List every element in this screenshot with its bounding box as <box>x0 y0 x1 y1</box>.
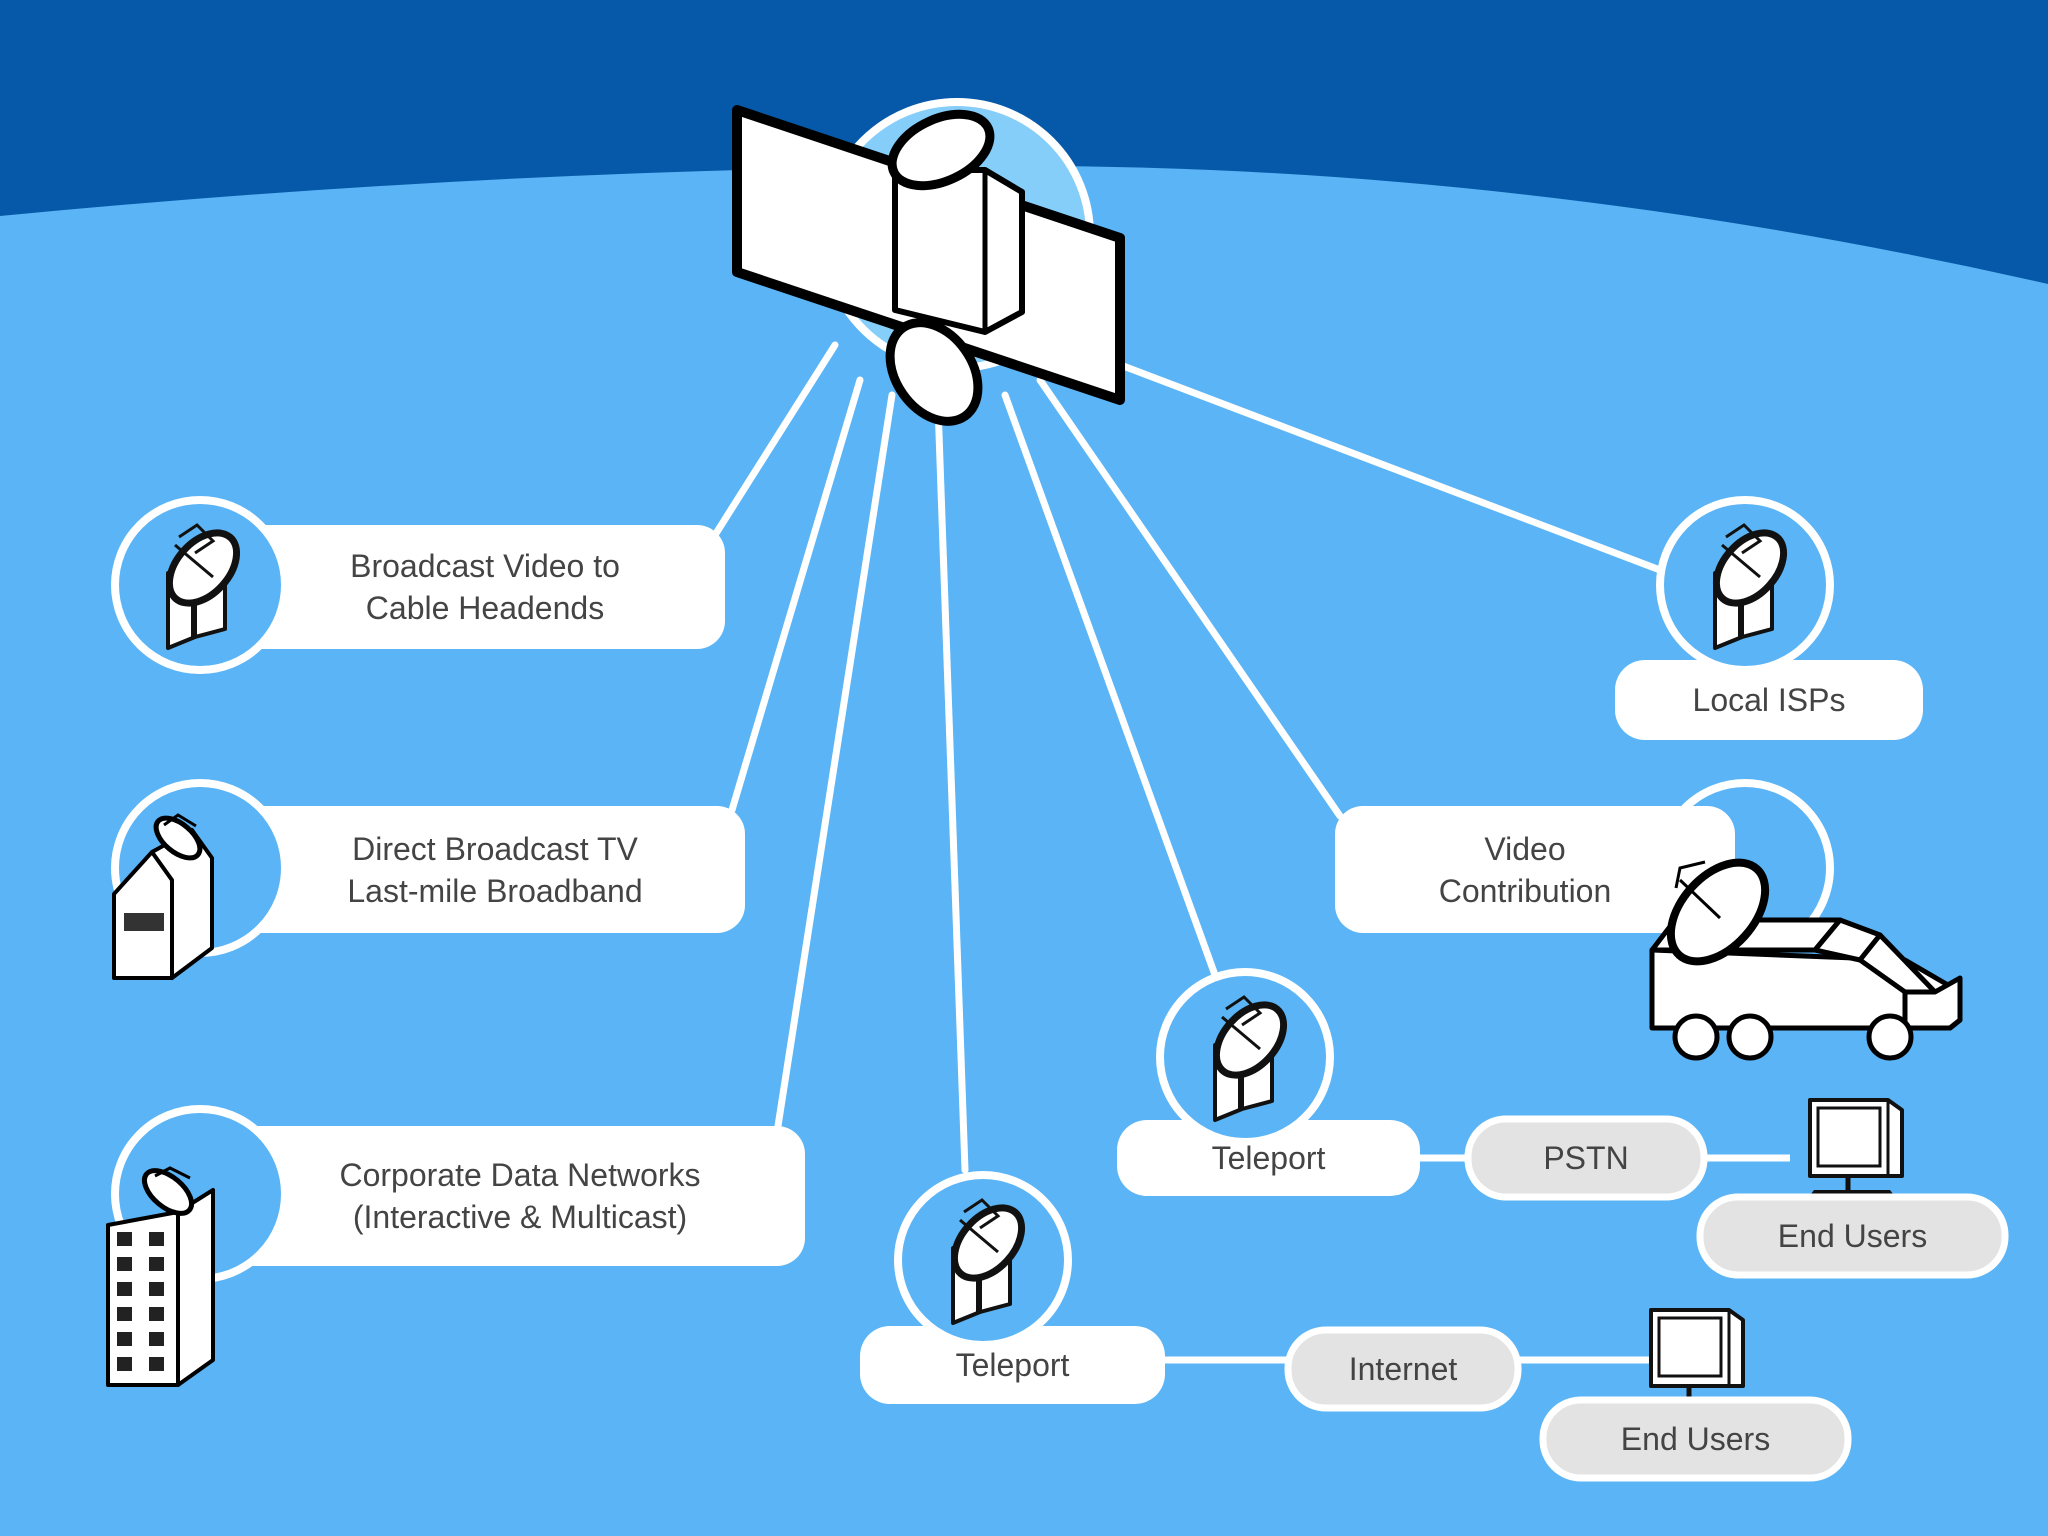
end-users-lower <box>1539 1310 1852 1482</box>
node-label-box <box>1335 806 1735 933</box>
node-label-box <box>225 806 745 933</box>
node-label-box <box>225 525 725 649</box>
satellite-truck-icon <box>1649 858 1963 1061</box>
ground-link-box-pstn <box>1464 1115 1708 1201</box>
link-corporate-data <box>774 391 896 1130</box>
link-video-contribution <box>1036 376 1344 820</box>
office-building-with-dish-icon <box>106 1166 215 1387</box>
link-teleport-lower <box>934 401 969 1174</box>
node-label-box <box>860 1326 1165 1404</box>
node-teleport-lower <box>860 1171 1165 1404</box>
link-direct-broadcast <box>728 376 864 814</box>
node-local-isps <box>1615 496 1923 740</box>
node-video-contribution <box>1335 779 1963 1061</box>
node-cable-headends <box>111 496 725 674</box>
ground-link-box-internet <box>1284 1326 1522 1412</box>
node-teleport-upper <box>1117 968 1420 1196</box>
house-with-dish-icon <box>112 813 214 980</box>
link-local-isps <box>1114 360 1664 574</box>
node-label-box <box>1117 1120 1420 1196</box>
link-cable-headends <box>711 341 839 539</box>
satellite <box>732 98 1125 426</box>
satellite-icon <box>732 105 1125 426</box>
node-direct-broadcast <box>111 779 745 980</box>
satellite-links <box>711 341 1664 1174</box>
node-label-box <box>225 1126 805 1266</box>
link-teleport-upper <box>1001 391 1219 979</box>
end-users-upper <box>1696 1100 2009 1279</box>
node-corporate-data <box>106 1105 805 1387</box>
node-label-box <box>1615 660 1923 740</box>
end-users-box <box>1539 1396 1852 1482</box>
end-users-box <box>1696 1193 2009 1279</box>
